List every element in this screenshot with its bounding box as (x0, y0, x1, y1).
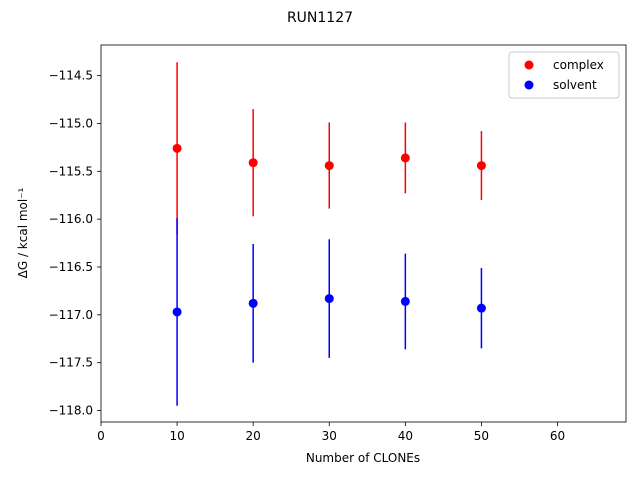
x-tick-label-4: 40 (398, 429, 413, 443)
legend: complex solvent (508, 51, 620, 99)
y-tick-label-5: −115.5 (49, 164, 93, 178)
axes: 0 10 20 30 40 50 60 −118.0 −117.5 −117.0 −116.5 −11… (49, 44, 627, 443)
data-point-complex-0 (172, 143, 182, 153)
plot-area (172, 62, 486, 406)
data-point-complex-2 (324, 161, 334, 171)
data-point-solvent-4 (476, 303, 486, 313)
x-tick-label-0: 0 (97, 429, 105, 443)
legend-label-solvent: solvent (553, 78, 597, 92)
y-tick-label-1: −117.5 (49, 356, 93, 370)
x-tick-label-3: 30 (322, 429, 337, 443)
legend-marker-solvent (524, 80, 534, 90)
y-axis-label: ΔG / kcal mol⁻¹ (16, 187, 30, 278)
y-tick-label-3: −116.5 (49, 260, 93, 274)
x-axis-label: Number of CLONEs (306, 451, 420, 465)
data-point-solvent-2 (324, 294, 334, 304)
x-tick-label-6: 60 (550, 429, 565, 443)
y-tick-label-2: −117.0 (49, 308, 93, 322)
x-tick-label-5: 50 (474, 429, 489, 443)
data-point-solvent-3 (400, 296, 410, 306)
legend-label-complex: complex (553, 58, 604, 72)
y-tick-label-4: −116.0 (49, 212, 93, 226)
data-point-complex-3 (400, 153, 410, 163)
x-tick-label-2: 20 (246, 429, 261, 443)
y-tick-label-6: −115.0 (49, 116, 93, 130)
legend-box (508, 51, 620, 99)
x-tick-label-1: 10 (169, 429, 184, 443)
y-tick-label-0: −118.0 (49, 404, 93, 418)
axes-frame (100, 44, 627, 423)
data-point-solvent-1 (248, 298, 258, 308)
chart-title: RUN1127 (287, 10, 353, 26)
y-tick-label-7: −114.5 (49, 69, 93, 83)
data-point-solvent-0 (172, 307, 182, 317)
data-point-complex-1 (248, 158, 258, 168)
legend-marker-complex (524, 60, 534, 70)
data-point-complex-4 (476, 161, 486, 171)
